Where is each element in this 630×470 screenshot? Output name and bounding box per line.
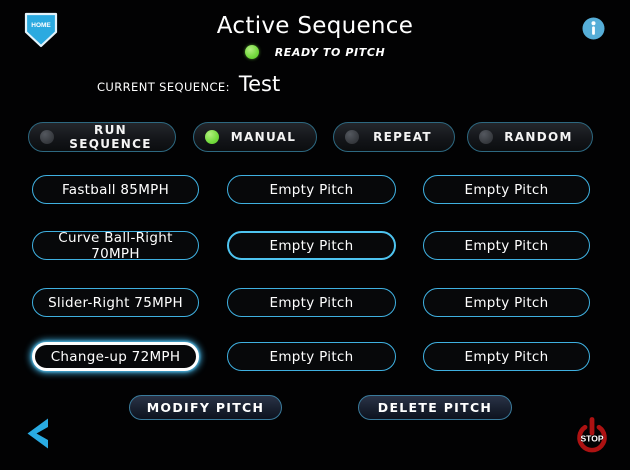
pitch-button[interactable]: Empty Pitch	[423, 231, 590, 260]
pitch-button[interactable]: Empty Pitch	[227, 175, 396, 204]
mode-label: REPEAT	[373, 130, 432, 144]
mode-label: RANDOM	[504, 130, 573, 144]
pitch-button[interactable]: Empty Pitch	[227, 342, 396, 371]
modify-pitch-button[interactable]: MODIFY PITCH	[129, 395, 282, 420]
home-button[interactable]: HOME	[22, 10, 60, 50]
pitch-button[interactable]: Empty Pitch	[423, 288, 590, 317]
info-button[interactable]	[582, 17, 605, 40]
info-icon	[582, 17, 605, 40]
mode-repeat[interactable]: REPEAT	[333, 122, 455, 152]
pitch-button[interactable]: Empty Pitch	[423, 175, 590, 204]
ready-status: READY TO PITCH	[0, 45, 630, 59]
delete-pitch-button[interactable]: DELETE PITCH	[358, 395, 512, 420]
current-sequence: CURRENT SEQUENCE: Test	[97, 72, 280, 96]
status-label: READY TO PITCH	[274, 45, 386, 59]
pitch-button-selected[interactable]: Change-up 72MPH	[32, 342, 199, 371]
home-button-label: HOME	[31, 22, 51, 29]
radio-dot	[479, 130, 493, 144]
stop-label: STOP	[581, 434, 604, 444]
pitch-button[interactable]: Empty Pitch	[423, 342, 590, 371]
home-plate-icon: HOME	[24, 12, 58, 48]
radio-dot	[345, 130, 359, 144]
radio-dot	[40, 130, 54, 144]
mode-random[interactable]: RANDOM	[467, 122, 593, 152]
current-sequence-value: Test	[238, 72, 281, 96]
mode-manual[interactable]: MANUAL	[193, 122, 317, 152]
page-title: Active Sequence	[216, 13, 414, 39]
power-stop-icon: STOP	[577, 417, 607, 453]
mode-run-sequence[interactable]: RUN SEQUENCE	[28, 122, 176, 152]
radio-dot	[205, 130, 219, 144]
pitch-button[interactable]: Empty Pitch	[227, 288, 396, 317]
current-sequence-label: CURRENT SEQUENCE:	[97, 80, 230, 94]
pitch-button[interactable]: Slider-Right 75MPH	[32, 288, 199, 317]
mode-label: RUN SEQUENCE	[69, 123, 152, 151]
mode-label: MANUAL	[230, 130, 297, 144]
back-button[interactable]	[23, 417, 50, 450]
status-dot	[244, 45, 259, 59]
pitch-button[interactable]: Fastball 85MPH	[32, 175, 199, 204]
back-chevron-icon	[27, 418, 48, 449]
pitch-button[interactable]: Empty Pitch	[227, 231, 396, 260]
pitch-button[interactable]: Curve Ball-Right 70MPH	[32, 230, 199, 262]
power-stop-button[interactable]: STOP	[572, 415, 612, 459]
